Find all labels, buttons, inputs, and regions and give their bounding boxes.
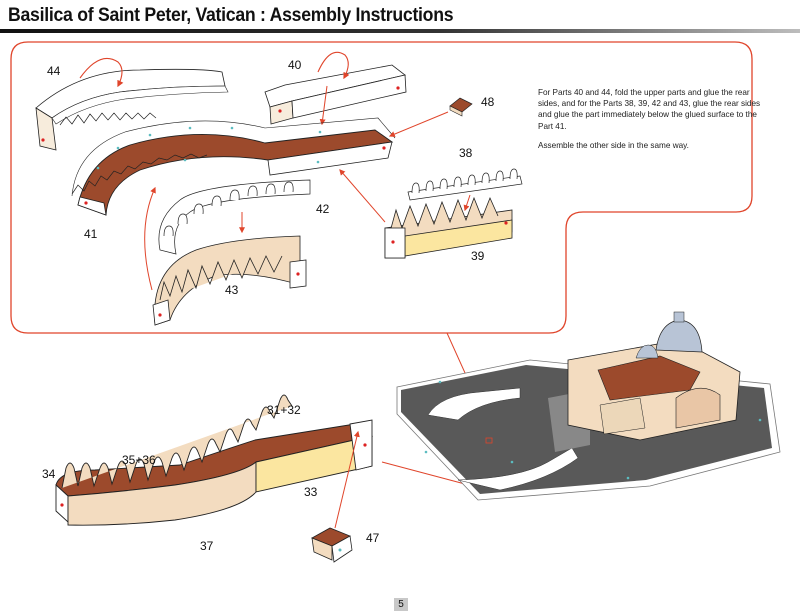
label-part-31-32: 31+32 (267, 403, 301, 417)
label-part-40: 40 (288, 58, 302, 72)
arrow-48 (388, 111, 449, 137)
label-part-41: 41 (84, 227, 98, 241)
label-part-34: 34 (42, 467, 56, 481)
page-header: Basilica of Saint Peter, Vatican : Assem… (0, 0, 800, 34)
arrow-43 (144, 186, 156, 291)
header-rule (0, 29, 800, 33)
label-part-43: 43 (225, 283, 239, 297)
assembled-colonnade-drawing (55, 394, 374, 526)
page-number: 5 (394, 598, 408, 611)
instruction-step-1: For Parts 40 and 44, fold the upper part… (538, 88, 761, 131)
label-part-39: 39 (471, 249, 485, 263)
part-44-drawing (35, 68, 229, 151)
callout-frame (10, 41, 753, 334)
label-part-42: 42 (316, 202, 330, 216)
arrow-47 (334, 430, 360, 529)
label-part-37: 37 (200, 539, 214, 553)
fold-arrow-44 (79, 57, 124, 88)
arrow-38-down (463, 194, 471, 212)
part-48-drawing (449, 97, 473, 117)
label-part-35-36: 35+36 (122, 453, 156, 467)
part-47-drawing (311, 527, 353, 563)
completed-model-drawing (396, 311, 781, 501)
part-40-drawing (264, 64, 407, 125)
arrow-40-down (319, 85, 328, 126)
label-part-33: 33 (304, 485, 318, 499)
part-42-drawing (158, 179, 311, 255)
arrow-39 (339, 169, 386, 223)
instruction-step-2: Assemble the other side in the same way. (538, 140, 689, 150)
label-part-38: 38 (459, 146, 473, 160)
label-part-44: 44 (47, 64, 61, 78)
part-38-drawing (407, 168, 523, 201)
part-41-drawing (71, 117, 396, 216)
part-43-drawing (152, 235, 307, 326)
part-39-drawing (384, 196, 513, 259)
fold-arrow-40 (317, 51, 350, 80)
instructions-text: For Parts 40 and 44, fold the upper part… (538, 87, 768, 159)
page-title: Basilica of Saint Peter, Vatican : Assem… (8, 5, 454, 26)
label-part-47: 47 (366, 531, 380, 545)
label-part-48: 48 (481, 95, 495, 109)
